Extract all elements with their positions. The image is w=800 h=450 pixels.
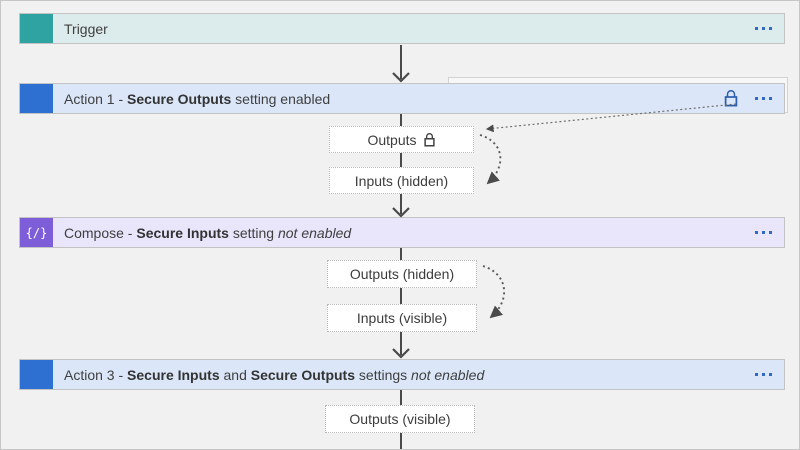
label-segment: Action 3 - <box>64 366 128 383</box>
lock-icon <box>724 89 738 107</box>
label-segment: not enabled <box>411 366 485 383</box>
trigger-card[interactable]: Trigger <box>19 13 785 44</box>
label-segment: Secure Inputs <box>127 366 220 383</box>
lock-icon <box>423 132 435 147</box>
action1-label: Action 1 - Secure Outputs setting enable… <box>53 84 723 113</box>
trigger-icon <box>20 14 53 43</box>
trigger-label: Trigger <box>53 14 755 43</box>
compose-card[interactable]: {/} Compose - Secure Inputs setting not … <box>19 217 785 248</box>
outputs-box-label: Outputs (hidden) <box>349 266 455 282</box>
outputs-box-label: Outputs (visible) <box>349 411 451 427</box>
label-segment: Secure Outputs <box>127 90 232 107</box>
compose-glyph: {/} <box>25 225 48 240</box>
action-icon <box>20 84 53 113</box>
ellipsis-icon[interactable] <box>755 97 772 100</box>
action-icon <box>20 360 53 389</box>
label-segment: settings <box>355 366 412 383</box>
label-segment: Action 1 - <box>64 90 128 107</box>
action1-card[interactable]: Action 1 - Secure Outputs setting enable… <box>19 83 785 114</box>
label-segment: Compose - <box>64 224 137 241</box>
action3-label: Action 3 - Secure Inputs and Secure Outp… <box>53 360 755 389</box>
outputs-box-action1: Outputs <box>329 126 474 153</box>
inputs-box-label: Inputs (hidden) <box>354 172 449 189</box>
label-segment: setting <box>228 224 278 241</box>
label-segment: Secure Inputs <box>136 224 229 241</box>
label-segment: Secure Outputs <box>250 366 356 383</box>
ellipsis-icon[interactable] <box>755 27 772 30</box>
label-segment: setting enabled <box>231 90 331 107</box>
inputs-box-compose: Inputs (visible) <box>327 304 477 332</box>
label-segment: Trigger <box>64 20 108 37</box>
inputs-box-action1: Inputs (hidden) <box>329 167 474 194</box>
outputs-box-label: Outputs <box>367 131 417 148</box>
ellipsis-icon[interactable] <box>755 231 772 234</box>
label-segment: and <box>219 366 251 383</box>
outputs-box-compose: Outputs (hidden) <box>327 260 477 288</box>
compose-label: Compose - Secure Inputs setting not enab… <box>53 218 755 247</box>
inputs-box-label: Inputs (visible) <box>356 310 448 326</box>
ellipsis-icon[interactable] <box>755 373 772 376</box>
outputs-box-action3: Outputs (visible) <box>325 405 475 433</box>
compose-icon: {/} <box>20 218 53 247</box>
action3-card[interactable]: Action 3 - Secure Inputs and Secure Outp… <box>19 359 785 390</box>
label-segment: not enabled <box>277 224 352 241</box>
